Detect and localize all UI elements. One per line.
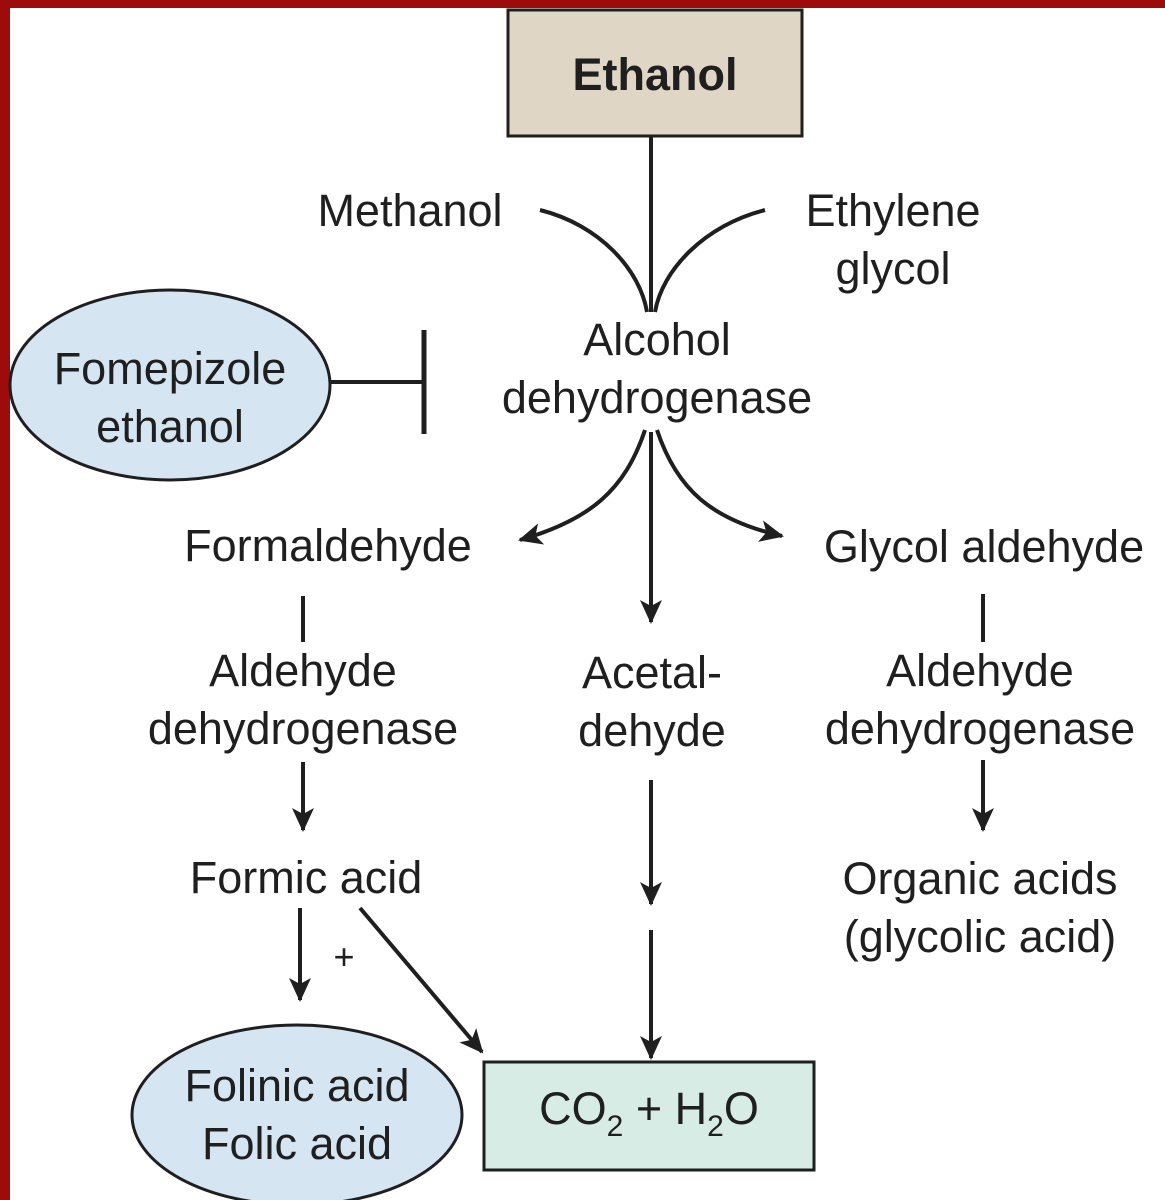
ethylene-glycol-curve [653,208,766,313]
ethanol-box [506,8,804,138]
acetaldehyde-label: Acetal- dehyde [578,644,726,760]
product-o: O [723,1083,759,1134]
ethanol-label: Ethanol [572,49,738,100]
aldh-left-line-2: dehydrogenase [147,703,459,754]
frame-left-border [0,0,10,1200]
cofactor-label: Folinic acid Folic acid [184,1057,409,1173]
cofactor-ellipse [130,1023,464,1200]
aldh-left-line-1: Aldehyde [209,645,397,696]
methanol-curve [539,208,649,313]
frame-top-border [0,0,1165,8]
inhibitor-line-1: Fomepizole [53,343,287,394]
inhibitor-label: Fomepizole ethanol [54,340,287,456]
organic-acids-line-1: Organic acids [842,853,1118,904]
ethylene-glycol-label: Ethylene glycol [805,182,980,298]
product-co-sub: 2 [606,1110,624,1143]
acetaldehyde-line-1: Acetal- [581,647,723,698]
product-co: CO [539,1083,607,1134]
cofactor-line-2: Folic acid [201,1118,393,1169]
acetaldehyde-line-2: dehyde [578,705,726,756]
methanol-label: Methanol [317,185,503,236]
inhibitor-line-2: ethanol [96,401,244,452]
alcohol-dehydrogenase-label: Alcohol dehydrogenase [502,311,812,427]
ethylene-glycol-line-2: glycol [835,243,951,294]
inhibitor-ellipse [8,288,332,482]
alcohol-dehydrogenase-line-1: Alcohol [583,314,731,365]
product-h-sub: 2 [707,1110,724,1143]
adh-to-formaldehyde-arrow [518,429,647,545]
aldehyde-dehydrogenase-right-label: Aldehyde dehydrogenase [825,642,1135,758]
formaldehyde-label: Formaldehyde [184,520,472,571]
formic-to-product-arrow [358,906,484,1054]
cofactor-line-1: Folinic acid [184,1060,410,1111]
aldh-right-line-2: dehydrogenase [824,703,1136,754]
aldh-right-line-1: Aldehyde [886,645,1074,696]
formic-acid-label: Formic acid [189,852,423,903]
alcohol-dehydrogenase-line-2: dehydrogenase [501,372,813,423]
adh-to-glycol-aldehyde-arrow [655,429,784,542]
organic-acids-label: Organic acids (glycolic acid) [842,850,1117,966]
plus-sign-label: + [333,936,355,977]
ethylene-glycol-line-1: Ethylene [805,185,981,236]
organic-acids-line-2: (glycolic acid) [843,911,1117,962]
glycol-aldehyde-label: Glycol aldehyde [823,521,1145,572]
product-plus-h: + H [623,1083,708,1134]
product-box [482,1060,816,1172]
aldehyde-dehydrogenase-left-label: Aldehyde dehydrogenase [148,642,458,758]
product-label: CO2 + H2O [539,1080,759,1144]
